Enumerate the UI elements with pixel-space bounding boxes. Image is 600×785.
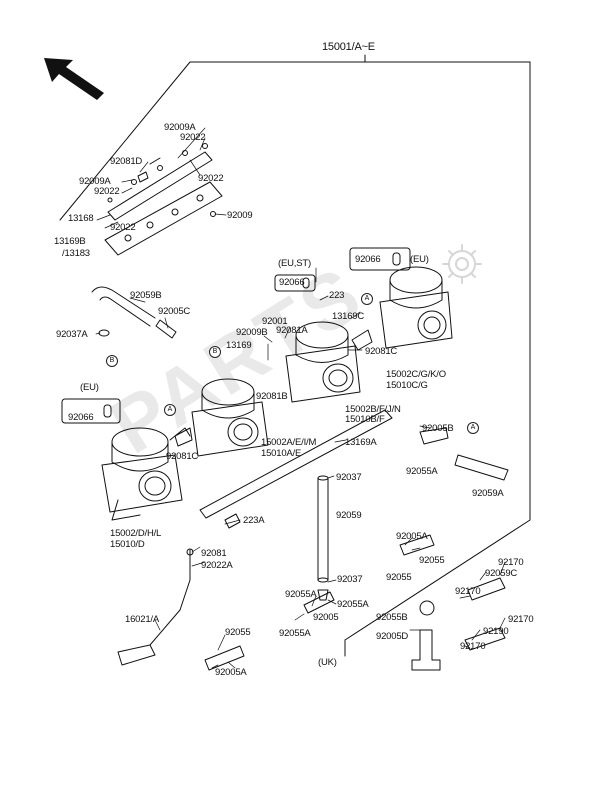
carburetor-4 bbox=[379, 266, 453, 349]
part-label: 92055B bbox=[376, 612, 408, 623]
fuel-rail-bracket bbox=[104, 143, 223, 256]
capsule-92066 bbox=[61, 247, 411, 424]
part-label: 92170 bbox=[508, 614, 534, 625]
part-label: 92081A bbox=[276, 325, 308, 336]
part-label: 15010B/F bbox=[345, 414, 385, 425]
part-label: (EU) bbox=[410, 254, 429, 265]
part-label: 92059A bbox=[472, 488, 504, 499]
carburetor-3 bbox=[285, 321, 373, 403]
ref-mark-a: A bbox=[361, 293, 373, 305]
part-label: 13168 bbox=[68, 213, 94, 224]
part-label: 15002/D/H/L bbox=[110, 528, 162, 539]
part-label: 92055 bbox=[386, 572, 412, 583]
part-label: 15002B/F/J/N bbox=[345, 404, 401, 415]
part-label: 92055A bbox=[285, 589, 317, 600]
part-label: (EU) bbox=[80, 382, 99, 393]
part-label: (UK) bbox=[318, 657, 337, 668]
part-label: 92066 bbox=[279, 277, 305, 288]
part-label: 15010A/E bbox=[261, 448, 302, 459]
part-label: 13169B bbox=[54, 236, 86, 247]
part-label: 92170 bbox=[498, 557, 524, 568]
part-label: 223 bbox=[329, 290, 345, 301]
part-label: 16021/A bbox=[125, 614, 159, 625]
part-label: 92059 bbox=[336, 510, 362, 521]
part-label: 92022 bbox=[94, 186, 120, 197]
part-label: 92037 bbox=[337, 574, 363, 585]
part-label: 92081C bbox=[365, 346, 398, 357]
part-label: 92009 bbox=[227, 210, 253, 221]
part-label: 92081B bbox=[256, 391, 288, 402]
part-label: 92066 bbox=[68, 412, 94, 423]
vent-hose-92059 bbox=[303, 475, 335, 614]
ref-mark-b: B bbox=[209, 346, 221, 358]
part-label: 92059C bbox=[485, 568, 518, 579]
part-label: 92005 bbox=[313, 612, 339, 623]
part-label: 15010C/G bbox=[386, 380, 428, 391]
assembly-number: 15001/A~E bbox=[322, 41, 375, 53]
part-label: 92055 bbox=[225, 627, 251, 638]
ref-mark-b: B bbox=[106, 355, 118, 367]
part-label: 13169A bbox=[345, 437, 377, 448]
part-label: 92081 bbox=[201, 548, 227, 559]
part-label: 92022 bbox=[110, 222, 136, 233]
part-label: 92066 bbox=[355, 254, 381, 265]
linkage-bar bbox=[199, 409, 393, 529]
part-label: 15010/D bbox=[110, 539, 145, 550]
part-label: 92055A bbox=[279, 628, 311, 639]
part-label: 92059B bbox=[130, 290, 162, 301]
part-label: 92005A bbox=[215, 667, 247, 678]
part-label: 92005B bbox=[422, 423, 454, 434]
part-label: 92055 bbox=[419, 555, 445, 566]
part-label: /13183 bbox=[62, 248, 90, 259]
direction-arrow-icon bbox=[44, 58, 104, 100]
part-label: 92081C bbox=[166, 451, 199, 462]
part-label: 92190 bbox=[483, 626, 509, 637]
part-label: 92081D bbox=[110, 156, 143, 167]
part-label: 15002A/E/I/M bbox=[261, 437, 317, 448]
hose-92059b bbox=[91, 286, 177, 339]
part-label: 92037A bbox=[56, 329, 88, 340]
part-label: 92055A bbox=[337, 599, 369, 610]
part-label: 92009A bbox=[79, 176, 111, 187]
part-label: 92022 bbox=[198, 173, 224, 184]
part-label: (EU,ST) bbox=[278, 258, 311, 269]
gear-watermark-icon bbox=[442, 244, 482, 284]
part-label: 15002C/G/K/O bbox=[386, 369, 446, 380]
part-label: 13169 bbox=[226, 340, 252, 351]
part-label: 92005C bbox=[158, 306, 191, 317]
part-label: 92022 bbox=[180, 132, 206, 143]
part-label: 92022A bbox=[201, 560, 233, 571]
lower-small-hose bbox=[204, 645, 245, 671]
part-label: 223A bbox=[243, 515, 265, 526]
part-label: 92009B bbox=[236, 327, 268, 338]
carburetor-1 bbox=[101, 427, 191, 521]
part-label: 92009A bbox=[164, 122, 196, 133]
part-label: 92005A bbox=[396, 531, 428, 542]
ref-mark-a: A bbox=[467, 422, 479, 434]
leader-lines bbox=[95, 127, 506, 669]
part-label: 92170 bbox=[460, 641, 486, 652]
part-label: 92001 bbox=[262, 316, 288, 327]
part-label: 13169C bbox=[332, 311, 365, 322]
part-label: 92055A bbox=[406, 466, 438, 477]
throttle-cable bbox=[117, 548, 194, 666]
part-label: 92170 bbox=[455, 586, 481, 597]
right-hoses bbox=[399, 427, 509, 671]
part-label: 92037 bbox=[336, 472, 362, 483]
ref-mark-a: A bbox=[164, 404, 176, 416]
carburetor-2 bbox=[174, 378, 269, 457]
assembly-frame bbox=[59, 54, 531, 657]
part-label: 92005D bbox=[376, 631, 409, 642]
